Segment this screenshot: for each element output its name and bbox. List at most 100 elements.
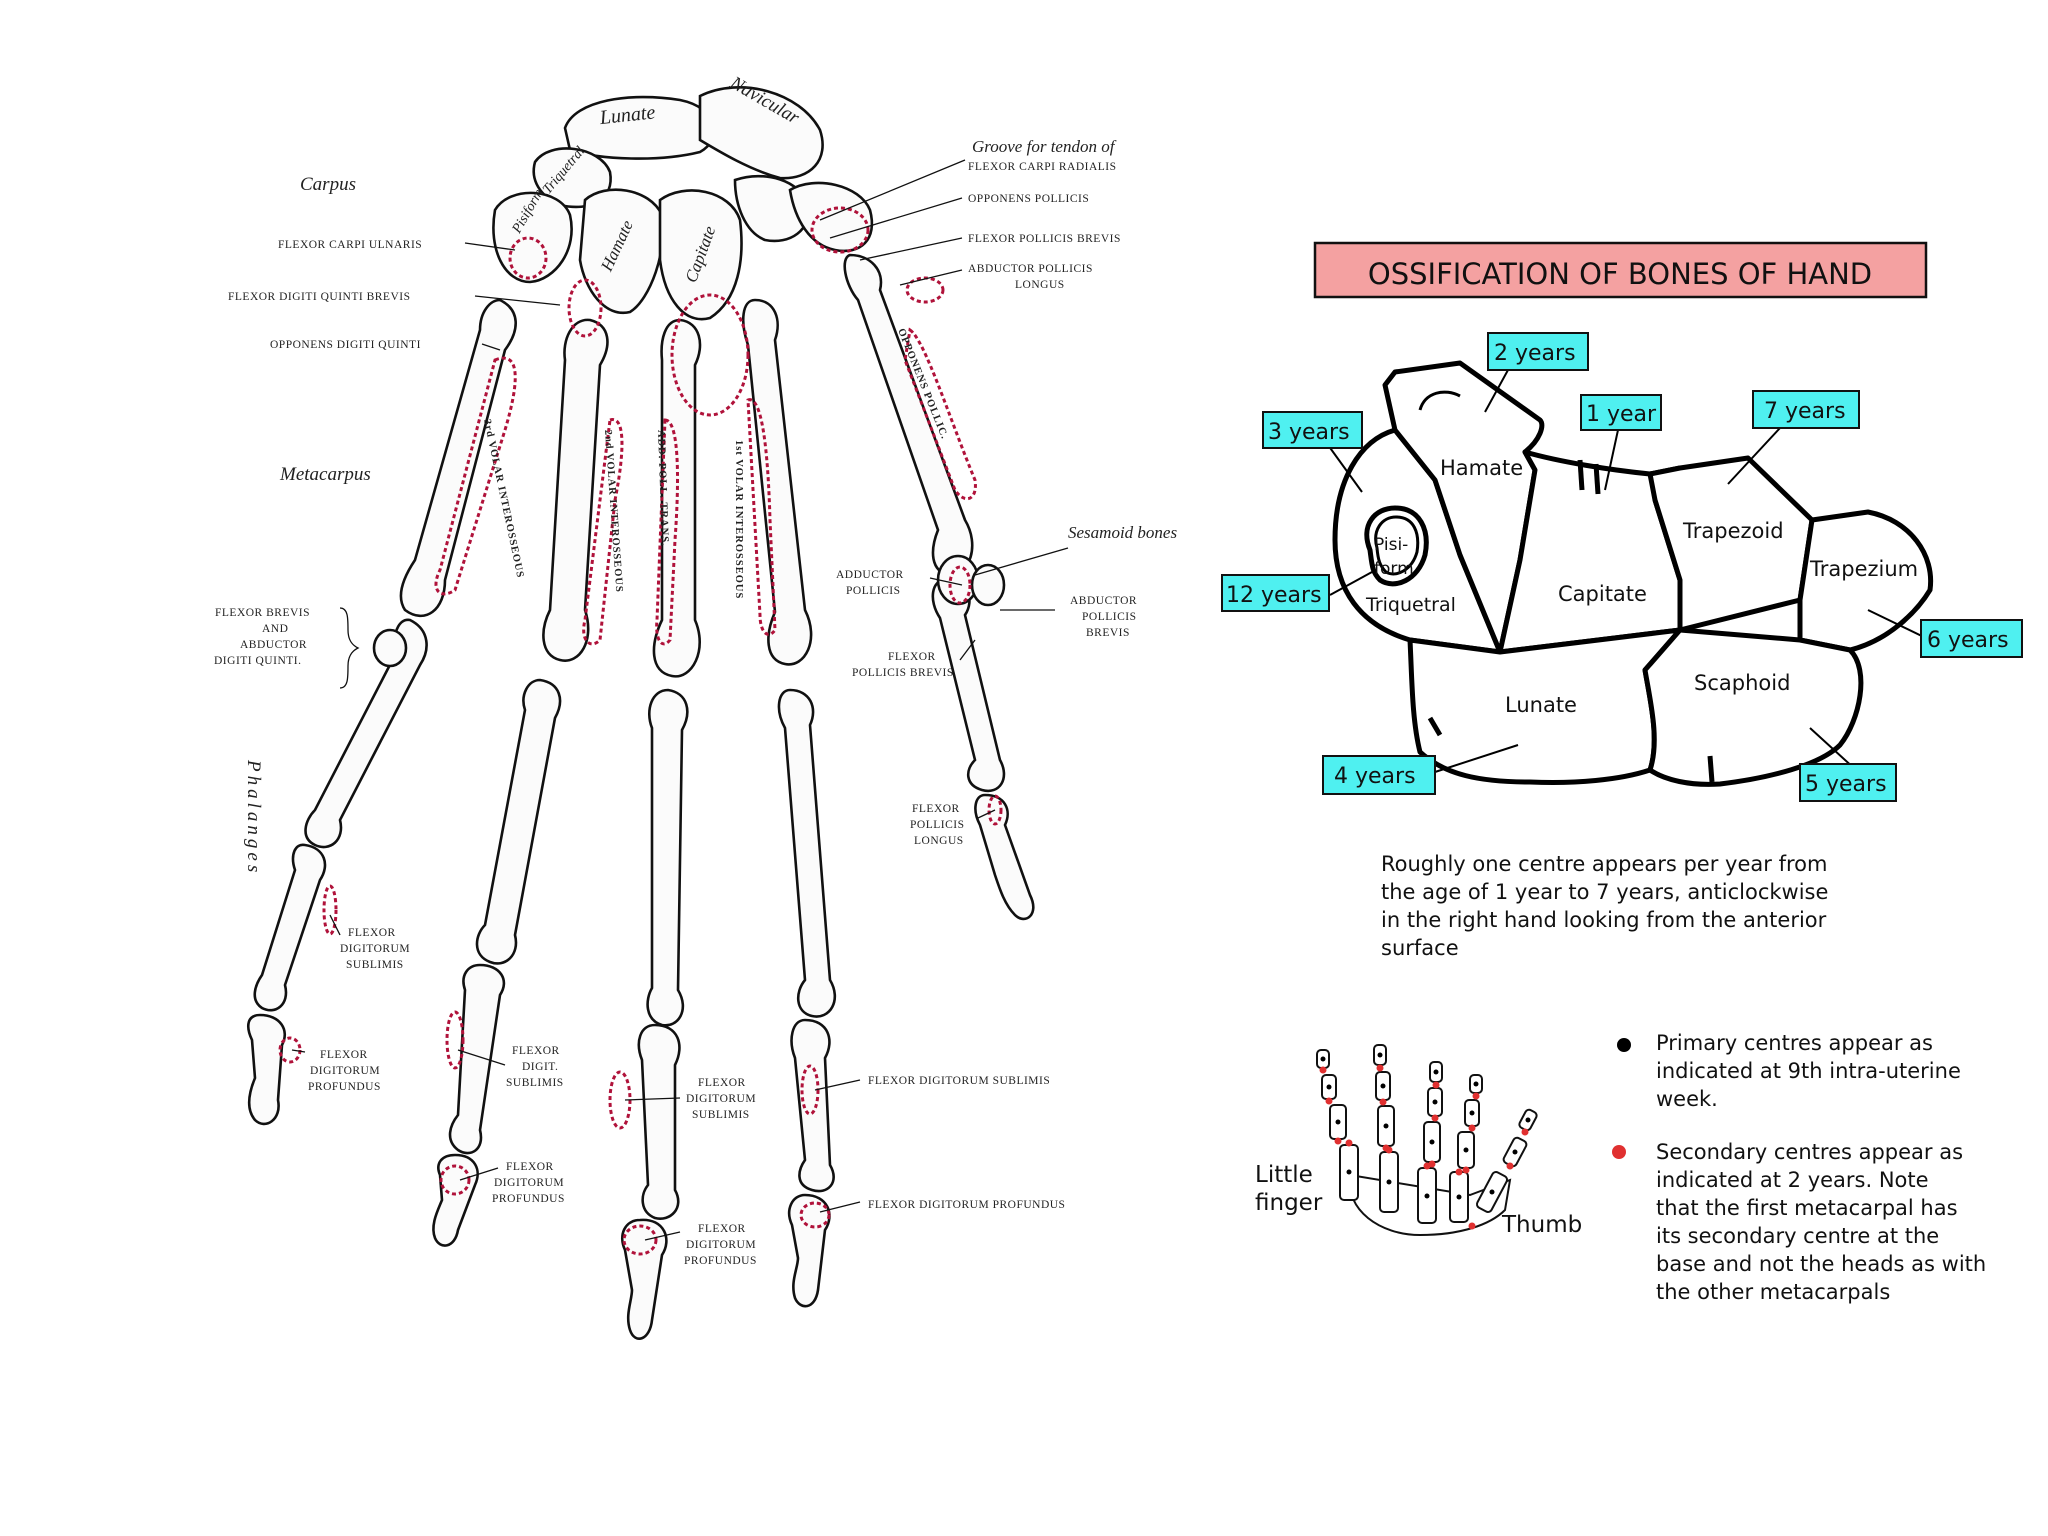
pisiform-label-1: Pisi- — [1374, 535, 1408, 555]
primary-centre-dot — [1433, 1100, 1438, 1105]
flexor-digit-sublimis-label: FLEXOR — [512, 1045, 560, 1057]
middle-distal-phalanx — [622, 1220, 666, 1339]
secondary-centre-dot — [1433, 1082, 1440, 1089]
ossification-panel: OSSIFICATION OF BONES OF HAND Hamate Pis… — [1222, 243, 2022, 960]
abductor-pollicis-brevis-label: ABDUCTOR — [1070, 595, 1137, 607]
primary-centre-dot — [1434, 1070, 1439, 1075]
secondary-centre-dot — [1346, 1140, 1353, 1147]
primary-legend-line: Primary centres appear as — [1656, 1031, 1933, 1055]
primary-centre-dot — [1513, 1150, 1518, 1155]
secondary-centre-dot — [1326, 1098, 1333, 1105]
trapezium-bone — [790, 183, 872, 251]
note-line: surface — [1381, 936, 1459, 960]
adductor-pollicis-label: ADDUCTOR — [836, 569, 904, 581]
secondary-centre-dot — [1380, 1099, 1387, 1106]
flexor-digitorum-sublimis-label: FLEXOR — [698, 1077, 746, 1089]
primary-centre-dot — [1384, 1124, 1389, 1129]
age-triquetral: 3 years — [1268, 420, 1350, 445]
flexor-digitorum-profundus-label: DIGITORUM — [494, 1177, 564, 1189]
opponens-digiti-quinti-label: OPPONENS DIGITI QUINTI — [270, 339, 421, 351]
carpus-label: Carpus — [300, 174, 356, 195]
thumb-distal-phalanx — [975, 795, 1033, 919]
secondary-legend-line: indicated at 2 years. Note — [1656, 1168, 1929, 1192]
primary-centre-dot — [1470, 1111, 1475, 1116]
flexor-digitorum-profundus-label: FLEXOR DIGITORUM PROFUNDUS — [868, 1199, 1065, 1211]
hamate-label: Hamate — [1440, 456, 1523, 480]
primary-centre-dot — [1336, 1120, 1341, 1125]
age-pisiform: 12 years — [1226, 583, 1322, 608]
flexor-digitorum-profundus-label: PROFUNDUS — [308, 1081, 381, 1093]
diagram-title: OSSIFICATION OF BONES OF HAND — [1368, 257, 1872, 291]
flexor-digitorum-profundus-label: PROFUNDUS — [492, 1193, 565, 1205]
age-trapezium: 6 years — [1927, 628, 2009, 653]
trapezium-label: Trapezium — [1809, 557, 1918, 581]
flexor-pollicis-longus-label: LONGUS — [914, 835, 964, 847]
leader-line — [475, 296, 560, 305]
little-proximal-phalanx — [306, 620, 427, 847]
age-trapezoid: 7 years — [1764, 399, 1846, 424]
secondary-centre-dot — [1469, 1125, 1476, 1132]
primary-centre-dot — [1387, 1180, 1392, 1185]
flexor-digitorum-profundus-label: PROFUNDUS — [684, 1255, 757, 1267]
flexor-pollicis-longus-label: POLLICIS — [910, 819, 964, 831]
leader-line — [860, 238, 962, 260]
volar-interosseous-label: 2nd VOLAR INTEROSSEOUS — [602, 429, 624, 593]
scaphoid-label: Scaphoid — [1694, 671, 1790, 695]
ring-middle-phalanx — [450, 965, 504, 1153]
little-finger-label-2: finger — [1255, 1190, 1323, 1216]
opponens-pollicis-label: OPPONENS POLLICIS — [968, 193, 1089, 205]
little-distal-phalanx — [248, 1015, 284, 1124]
ring-distal-phalanx — [433, 1155, 477, 1246]
groove-label-line2: FLEXOR CARPI RADIALIS — [968, 161, 1117, 173]
abductor-pollicis-longus-label-2: LONGUS — [1015, 279, 1065, 291]
volar-interosseous-label: 3rd VOLAR INTEROSSEOUS — [481, 418, 525, 579]
primary-centre-dot — [1474, 1082, 1479, 1087]
primary-centre-dot — [1425, 1194, 1430, 1199]
secondary-centre-dot — [1335, 1138, 1342, 1145]
age-hamate: 2 years — [1494, 341, 1576, 366]
secondary-legend-line: its secondary centre at the — [1656, 1224, 1939, 1248]
triquetral-label: Triquetral — [1365, 594, 1456, 616]
groove-label-line1: Groove for tendon of — [972, 137, 1117, 156]
flexor-pollicis-longus-label: FLEXOR — [912, 803, 960, 815]
adductor-pollicis-label: POLLICIS — [846, 585, 900, 597]
age-scaphoid: 5 years — [1805, 772, 1887, 797]
volar-interosseous-label: 1st VOLAR INTEROSSEOUS — [733, 440, 744, 599]
flexor-digit-sublimis-label: DIGIT. — [522, 1061, 558, 1073]
secondary-centre-dot — [1522, 1129, 1529, 1136]
flexor-brevis-abductor-label: ABDUCTOR — [240, 639, 307, 651]
little-finger-label-1: Little — [1255, 1162, 1313, 1188]
capitate-label: Capitate — [1558, 582, 1647, 606]
secondary-legend-line: base and not the heads as with — [1656, 1252, 1986, 1276]
flexor-digiti-quinti-brevis-label: FLEXOR DIGITI QUINTI BREVIS — [228, 291, 410, 303]
secondary-centre-dot — [1386, 1147, 1393, 1154]
middle-proximal-phalanx — [648, 690, 688, 1025]
secondary-centre-dot — [1432, 1115, 1439, 1122]
primary-centre-dot — [1526, 1118, 1531, 1123]
primary-centre-dot — [1457, 1195, 1462, 1200]
primary-centre-dot — [1347, 1170, 1352, 1175]
primary-centre-dot — [1464, 1148, 1469, 1153]
leader-line — [900, 270, 962, 285]
attachment-outline — [280, 1038, 300, 1062]
sesamoid-bones-label: Sesamoid bones — [1068, 523, 1177, 542]
hand-skeleton-illustration — [248, 87, 1033, 1338]
flexor-digitorum-sublimis-label: DIGITORUM — [340, 943, 410, 955]
secondary-centre-dot — [1456, 1169, 1463, 1176]
flexor-pollicis-brevis-label: FLEXOR POLLICIS BREVIS — [968, 233, 1121, 245]
secondary-legend-line: the other metacarpals — [1656, 1280, 1890, 1304]
flexor-digitorum-sublimis-label: SUBLIMIS — [346, 959, 404, 971]
primary-centre-dot — [1490, 1190, 1495, 1195]
pisiform-label-2: form — [1374, 559, 1414, 579]
primary-centre-dot — [1321, 1057, 1326, 1062]
primary-legend-line: week. — [1656, 1087, 1718, 1111]
metacarpus-label: Metacarpus — [279, 464, 371, 485]
age-capitate: 1 year — [1586, 402, 1657, 427]
flexor-digitorum-profundus-label: FLEXOR — [320, 1049, 368, 1061]
flexor-digitorum-profundus-label: FLEXOR — [698, 1223, 746, 1235]
secondary-legend-line: that the first metacarpal has — [1656, 1196, 1958, 1220]
flexor-brevis-abductor-label: DIGITI QUINTI. — [214, 655, 301, 667]
index-middle-phalanx — [792, 1020, 834, 1191]
flexor-brevis-abductor-label: FLEXOR BREVIS — [215, 607, 310, 619]
flexor-digitorum-profundus-label: DIGITORUM — [686, 1239, 756, 1251]
